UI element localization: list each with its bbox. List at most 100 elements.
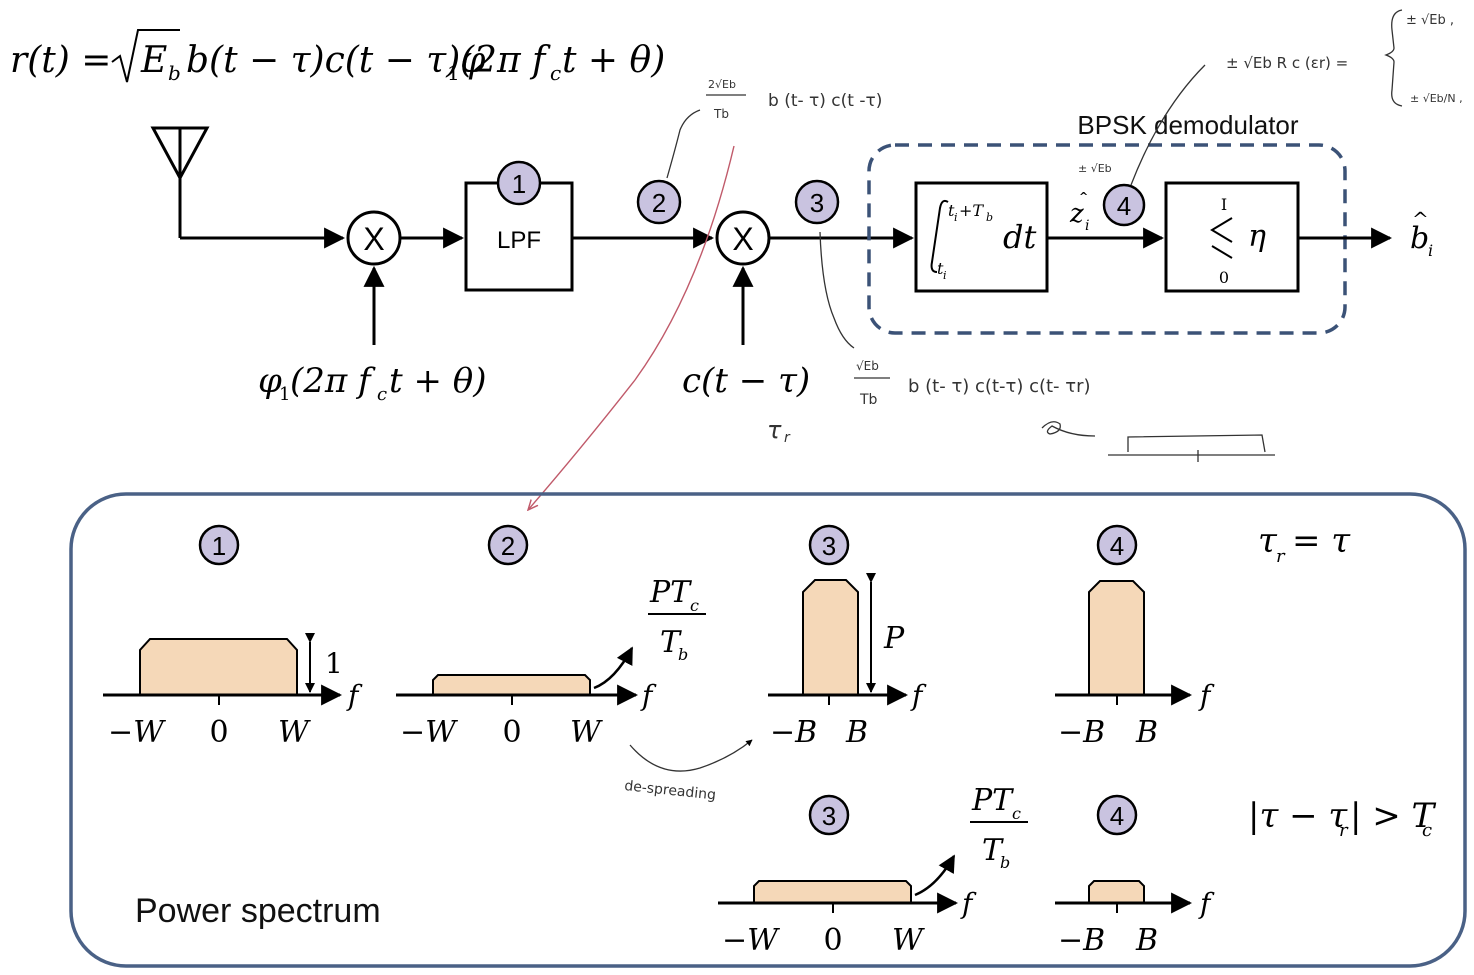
z-hand-note: ± √Eb (1078, 162, 1112, 175)
spectrum-3-marker (808, 524, 850, 566)
spectrum-4-misaligned: 4 f −B B (1055, 794, 1215, 958)
int-upper-t: t (948, 201, 955, 220)
despreading-arrow (629, 739, 753, 772)
spectrum-4-negB: −B (1058, 715, 1105, 750)
marker-3: 3 (794, 179, 840, 225)
spectrum-3b-W: W (892, 923, 925, 958)
spectrum-3b-shape (753, 880, 912, 904)
spectrum-1-f: f (346, 679, 363, 712)
a4-left: ± √Eb R c (εr) = (1226, 54, 1348, 72)
marker-4: 4 (1102, 183, 1146, 227)
spectrum-1: 1 1 f −W 0 W (103, 524, 363, 750)
a4-brace (1384, 9, 1403, 107)
int-upper-sub: i (954, 211, 958, 224)
spectrum-3b-frac-den-sub: b (1000, 853, 1010, 872)
spectrum-2-frac-den: T (660, 625, 682, 660)
z-label: z (1069, 199, 1084, 229)
spectrum-3b-f: f (960, 887, 977, 920)
eq-phi-arg: (2π f (460, 40, 551, 81)
marker-2: 2 (636, 179, 682, 225)
spectrum-2-marker (487, 524, 529, 566)
spectrum-1-negW: −W (108, 715, 166, 750)
spectrum-3b-spread-arrow (914, 854, 956, 897)
spectrum-2-f: f (640, 679, 657, 712)
a4-bot: ± √Eb/N , (1410, 92, 1463, 105)
oscillator-input-label: φ 1 (2π f c t + θ) (258, 361, 487, 405)
antenna-icon (150, 126, 210, 238)
eq-tail: t + θ) (562, 40, 665, 81)
spectrum-2-frac-num-sub: c (690, 596, 699, 615)
decision-eta: η (1248, 219, 1266, 254)
mixer-2-symbol: X (732, 221, 753, 257)
decision-block: I 0 η (1164, 181, 1300, 293)
spectrum-2-W: W (570, 715, 603, 750)
spectrum-3-B: B (845, 715, 868, 750)
spectrum-3b-frac-num-sub: c (1012, 804, 1021, 823)
spectrum-2-shape (432, 674, 591, 696)
received-signal-equation: r(t) = E b b(t − τ)c(t − τ)φ 1 (2π f c t… (10, 29, 665, 85)
annotation-point-3: √Eb Tb b (t- τ) c(t-τ) c(t- τr) (819, 231, 1275, 462)
spectrum-3-shape (802, 579, 859, 696)
spectrum-3-f: f (910, 679, 927, 712)
a3-num: √Eb (856, 359, 879, 373)
spectrum-2: 2 f −W 0 W PT c T b de-spreading (396, 524, 753, 804)
spectrum-2-spread-arrow (593, 646, 634, 690)
spectrum-4-f: f (1198, 679, 1215, 712)
osc-arg: (2π f (290, 361, 376, 401)
svg-text:2: 2 (652, 188, 666, 218)
osc-tail: t + θ) (389, 361, 487, 401)
eq-phi-sub: 1 (447, 61, 460, 85)
spectrum-4b-f: f (1198, 887, 1215, 920)
annotation-point-2: 2√Eb Tb b (t- τ) c(t -τ) (666, 78, 882, 179)
spectrum-1-height-label: 1 (325, 647, 343, 680)
mixer-1-symbol: X (363, 221, 384, 257)
int-upper-plus: +T (959, 201, 984, 220)
despreading-label: de-spreading (624, 778, 717, 804)
spectrum-3b-marker (808, 794, 850, 836)
threshold-symbol (1210, 217, 1233, 259)
cond-top-sub: r (1276, 546, 1286, 567)
svg-text:3: 3 (822, 801, 836, 831)
spectrum-3-misaligned: 3 f −W 0 W PT c T b (718, 783, 1028, 958)
condition-aligned: τ r = τ (1258, 521, 1351, 567)
spectrum-3-aligned: 3 P f −B B (768, 524, 927, 750)
code-input-label: c(t − τ) (682, 361, 810, 401)
spectrum-1-shape (139, 638, 298, 696)
spectrum-4b-shape (1088, 880, 1145, 904)
svg-text:1: 1 (212, 531, 226, 561)
eq-sqrt-arg: E (140, 40, 167, 81)
eq-fc-sub: c (550, 61, 561, 85)
spectrum-4-shape (1088, 580, 1145, 696)
spectrum-2-zero: 0 (502, 715, 521, 750)
spectrum-1-marker (198, 524, 240, 566)
spectrum-1-W: W (278, 715, 311, 750)
cond-top-tau: τ (1258, 521, 1278, 561)
a3-den: Tb (859, 392, 878, 408)
condition-misaligned: |τ − τ r | > T c (1248, 796, 1437, 841)
spectrum-4b-marker (1096, 794, 1138, 836)
mixer-1: X (346, 210, 402, 266)
int-lower-sub: i (943, 269, 947, 282)
cond-bot-left: |τ − τ (1248, 796, 1348, 836)
a2-rest: b (t- τ) c(t -τ) (768, 91, 882, 111)
osc-phi: φ (258, 361, 282, 401)
spectrum-4b-B: B (1135, 923, 1158, 958)
a3-pulse-sketch (1108, 434, 1275, 462)
a2-den: Tb (713, 107, 729, 121)
spectrum-3-negB: −B (770, 715, 817, 750)
code-hand-tau: τ (767, 416, 782, 444)
output-b: b (1410, 221, 1429, 256)
lpf-label: LPF (497, 227, 541, 254)
cond-top-rhs: = τ (1292, 521, 1351, 561)
spectrum-2-frac-den-sub: b (678, 645, 688, 664)
a2-num: 2√Eb (708, 78, 736, 91)
mixer-2: X (715, 210, 771, 266)
svg-text:4: 4 (1110, 801, 1124, 831)
svg-text:1: 1 (512, 169, 526, 199)
spectrum-3b-frac-den: T (982, 833, 1004, 868)
svg-text:4: 4 (1110, 531, 1124, 561)
power-spectrum-title: Power spectrum (135, 892, 381, 930)
spectrum-4-marker (1096, 524, 1138, 566)
marker-1: 1 (496, 160, 542, 206)
